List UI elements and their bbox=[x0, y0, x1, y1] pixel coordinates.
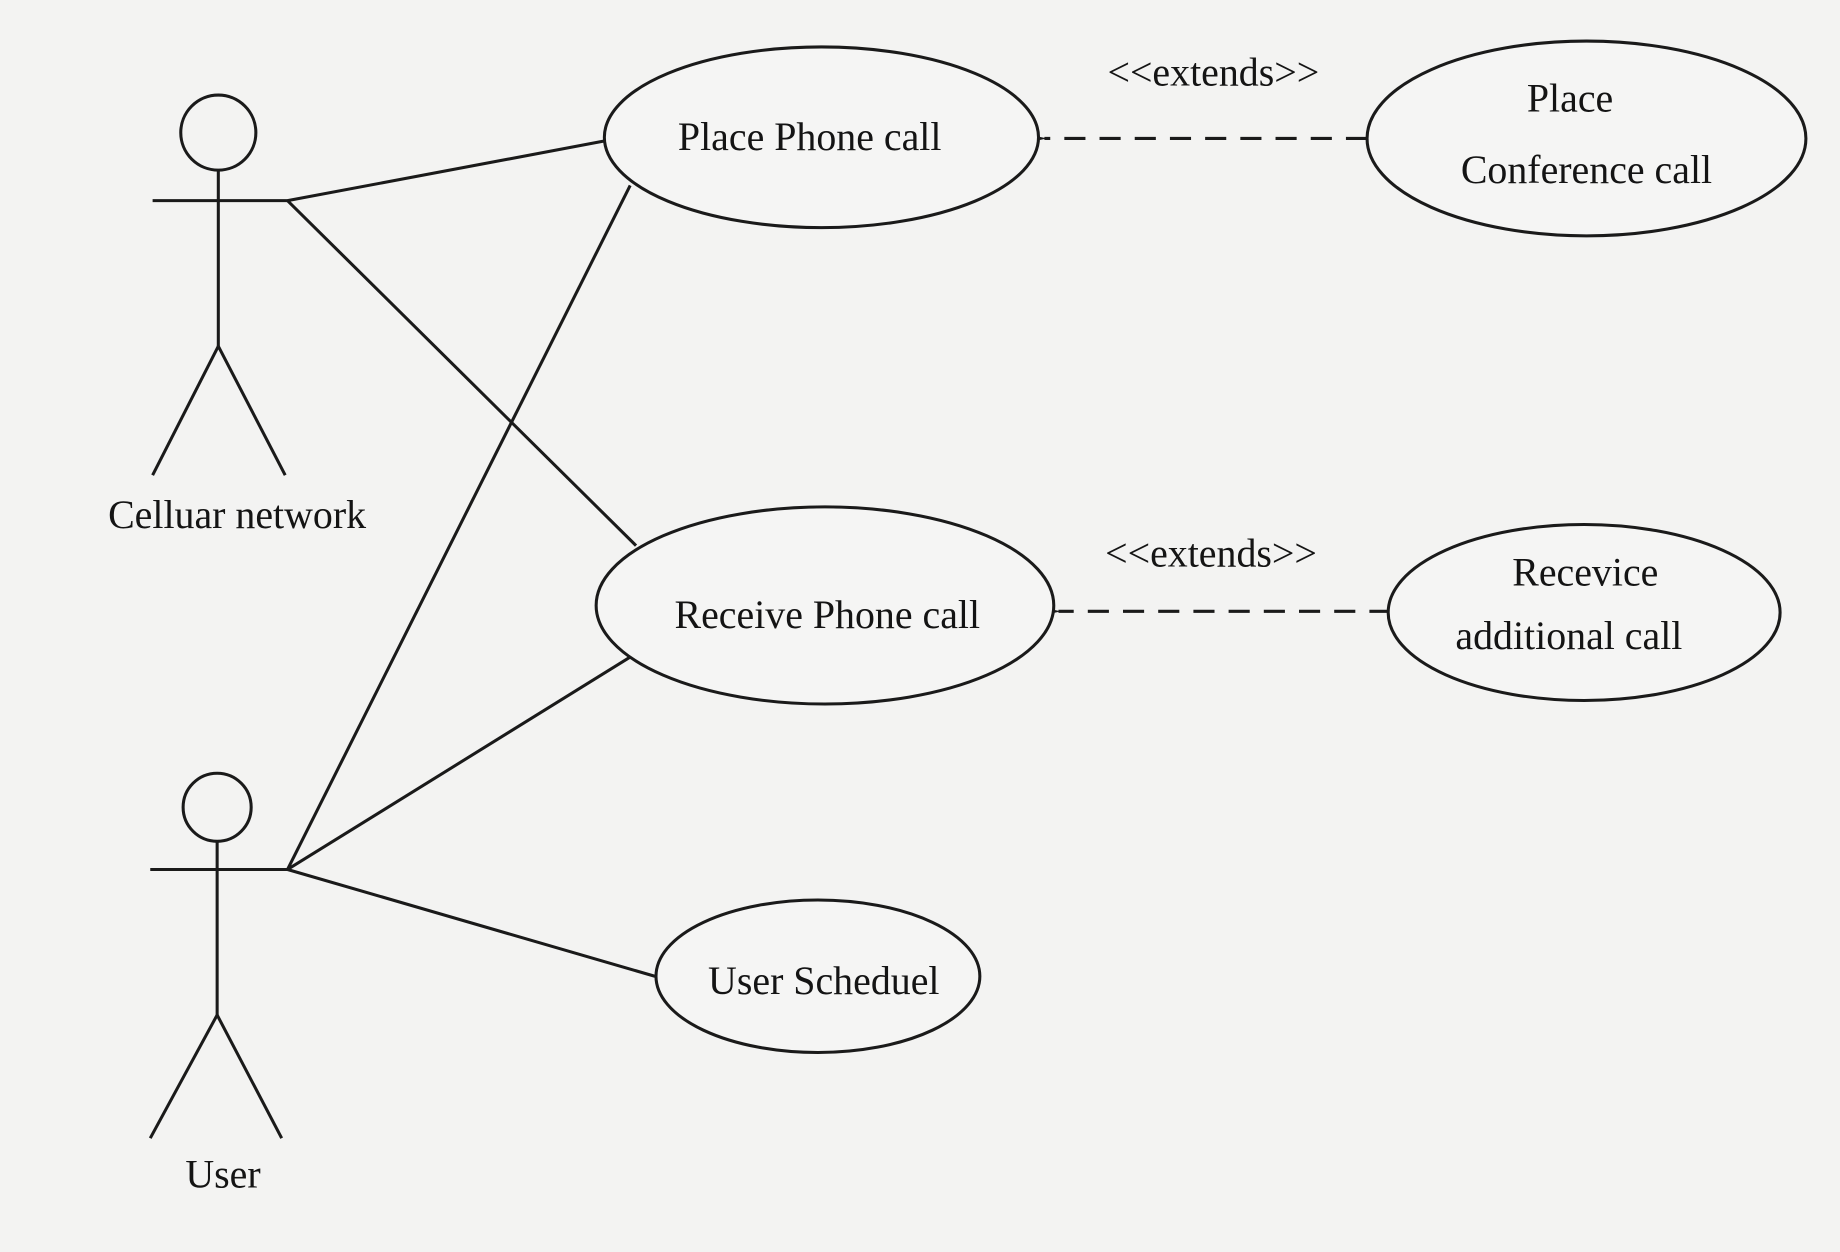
use-case-label: Recevice bbox=[1512, 550, 1658, 595]
extends-label: <<extends>> bbox=[1105, 531, 1317, 576]
use-case-user-schedule: User Scheduel bbox=[654, 898, 982, 1055]
extends-label: <<extends>> bbox=[1107, 50, 1319, 95]
use-case-label: Conference call bbox=[1461, 147, 1712, 192]
use-case-receive-additional-call: Recevice additional call bbox=[1386, 522, 1782, 703]
actor-user: User bbox=[148, 771, 288, 1196]
use-case-label: User Scheduel bbox=[708, 958, 939, 1003]
use-case-place-phone-call: Place Phone call bbox=[602, 45, 1041, 230]
association-line bbox=[287, 139, 606, 203]
use-case-place-conference-call: Place Conference call bbox=[1365, 39, 1808, 238]
use-case-label: Receive Phone call bbox=[675, 592, 981, 637]
association-line bbox=[286, 184, 632, 871]
use-case-label: Place Phone call bbox=[678, 114, 942, 159]
use-case-label: additional call bbox=[1455, 613, 1682, 658]
use-case-receive-phone-call: Receive Phone call bbox=[594, 505, 1056, 706]
association-line bbox=[286, 655, 631, 871]
use-case-label: Place bbox=[1527, 75, 1613, 120]
association-line bbox=[287, 868, 656, 978]
association-line bbox=[286, 199, 638, 547]
actor-cellular-network: Celluar network bbox=[108, 93, 366, 537]
actor-label: User bbox=[185, 1151, 260, 1196]
actor-label: Celluar network bbox=[108, 492, 366, 537]
